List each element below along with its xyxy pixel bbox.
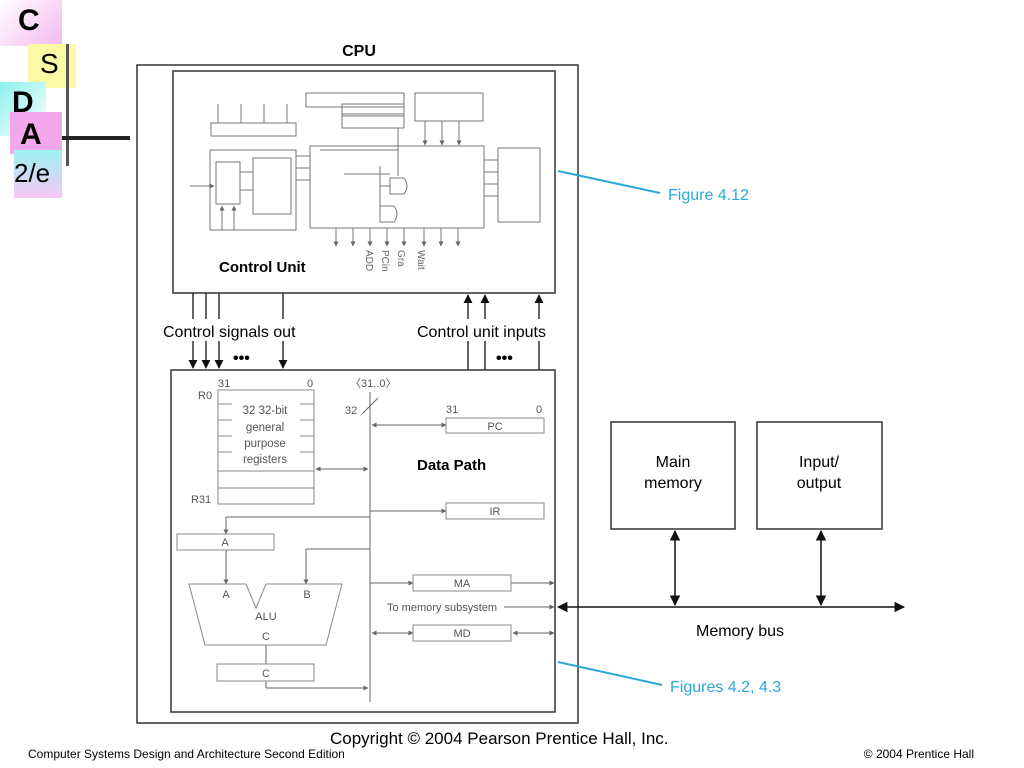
alu-output-c: C [262, 631, 270, 643]
alu-input-a: A [222, 589, 230, 601]
registers-line-3: purpose [244, 438, 286, 450]
memory-bus-lines [556, 529, 906, 613]
control-inputs-ellipsis: ••• [496, 350, 513, 367]
logo-letter-s: S [40, 48, 59, 79]
alu-label: ALU [255, 611, 276, 623]
data-path-label: Data Path [417, 457, 486, 474]
registers-line-1: 32 32-bit [243, 405, 289, 417]
ma-label: MA [454, 578, 471, 590]
c-register [216, 663, 315, 682]
control-unit-box [172, 70, 556, 294]
c-register-label: C [262, 668, 270, 680]
bus-range-label: 〈31..0〉 [350, 377, 396, 390]
control-output-add: ADD [363, 250, 374, 271]
md-label: MD [453, 628, 470, 640]
logo-square-magenta [0, 0, 62, 46]
logo-letter-c: C [18, 4, 40, 37]
register-file [217, 389, 315, 505]
main-memory-box [610, 421, 736, 530]
copyright-text: Copyright © 2004 Pearson Prentice Hall, … [330, 729, 669, 748]
footer-left: Computer Systems Design and Architecture… [28, 747, 345, 761]
pc-bit-lo: 0 [536, 404, 542, 416]
r0-label: R0 [198, 390, 212, 402]
callout-figures-42-43: Figures 4.2, 4.3 [670, 679, 781, 696]
control-signals-ellipsis: ••• [233, 350, 250, 367]
registers-line-2: general [246, 422, 284, 434]
callout-line-figure-412 [557, 170, 661, 194]
ma-register [412, 574, 512, 592]
ir-label: IR [490, 506, 501, 518]
pc-register [445, 417, 545, 434]
control-unit-inputs-label: Control unit inputs [417, 324, 546, 341]
logo-letter-d: D [12, 86, 34, 119]
pc-label: PC [487, 421, 502, 433]
to-memory-label: To memory subsystem [387, 602, 497, 614]
memory-bus-label: Memory bus [696, 623, 784, 640]
input-output-line-1: Input/ [799, 454, 840, 471]
alu-shape [188, 583, 343, 646]
control-output-gra: Gra [395, 250, 406, 267]
alu-input-b: B [303, 589, 310, 601]
callout-figure-412: Figure 4.12 [668, 187, 749, 204]
ir-register [445, 502, 545, 520]
input-output-line-2: output [797, 475, 842, 492]
logo-horizontal-line [62, 136, 130, 140]
r31-label: R31 [191, 494, 211, 506]
control-signals-out-label: Control signals out [163, 324, 296, 341]
logo-letter-a: A [20, 118, 42, 151]
data-path-box [170, 369, 556, 713]
control-output-pcin: PCin [379, 250, 390, 272]
main-memory-line-1: Main [656, 454, 691, 471]
csda-logo: C S D A 2/e [0, 0, 140, 210]
control-output-wait: Wait [415, 250, 426, 270]
md-register [412, 624, 512, 642]
bus-width-label: 32 [345, 405, 357, 417]
a-register-label: A [221, 537, 229, 549]
registers-line-4: registers [243, 454, 287, 466]
internal-bus [223, 392, 555, 702]
main-memory-line-2: memory [644, 475, 702, 492]
cpu-box [136, 64, 579, 724]
control-unit-label: Control Unit [219, 259, 306, 276]
logo-edition: 2/e [14, 158, 51, 188]
input-output-box [756, 421, 883, 530]
logo-vertical-line [66, 44, 69, 166]
a-register [176, 533, 275, 551]
logo-square-bottom [14, 150, 62, 198]
callout-line-figures-42-43 [557, 661, 663, 686]
control-unit-internals [190, 92, 541, 247]
logo-square-pink [10, 112, 62, 154]
pc-bit-hi: 31 [446, 404, 458, 416]
cpu-label: CPU [342, 43, 376, 60]
reg-bit-lo: 0 [307, 378, 313, 390]
reg-bit-hi: 31 [218, 378, 230, 390]
footer-right: © 2004 Prentice Hall [863, 747, 974, 761]
